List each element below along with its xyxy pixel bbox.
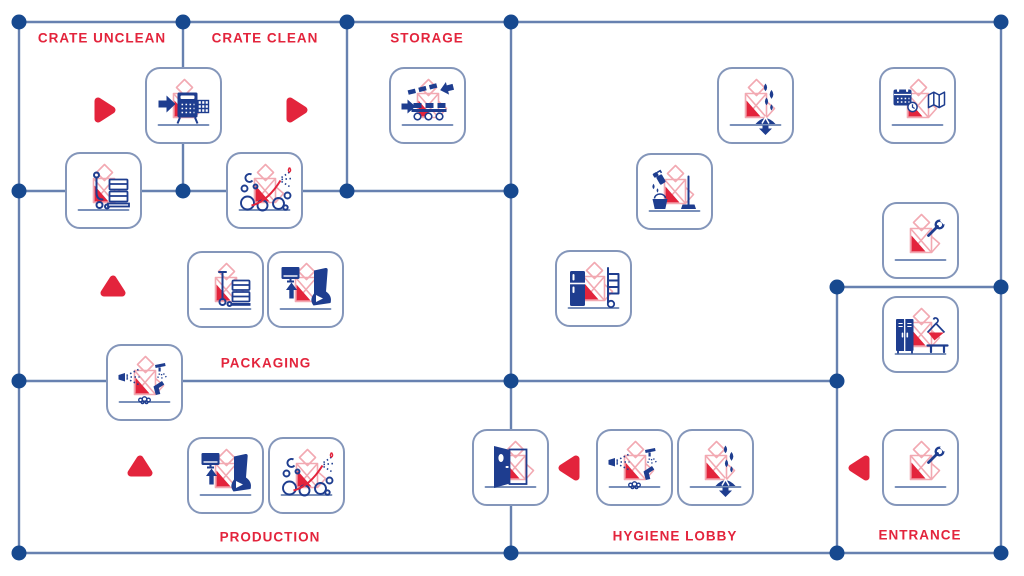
wall-node xyxy=(829,279,845,295)
tile-fridge-and-trolley xyxy=(555,250,632,327)
wall-node xyxy=(503,545,519,561)
zone-label-packaging: PACKAGING xyxy=(220,355,312,371)
tile-foam-cleaning xyxy=(226,152,303,229)
tile-floor-drain xyxy=(677,429,754,506)
tile-spray-hygiene xyxy=(106,344,183,421)
flow-arrow-production xyxy=(127,455,153,477)
wall-node xyxy=(339,183,355,199)
wall-node xyxy=(993,14,1009,30)
tile-pallet-jack-crates xyxy=(187,251,264,328)
tile-locker-room xyxy=(882,296,959,373)
tile-crate-washer xyxy=(145,67,222,144)
tile-mop-and-bucket xyxy=(636,153,713,230)
tile-entrance-door xyxy=(472,429,549,506)
wall-node xyxy=(11,545,27,561)
wall-node xyxy=(503,14,519,30)
flow-arrow-entrance xyxy=(848,455,870,481)
wall-node xyxy=(175,183,191,199)
tile-pallet-truck xyxy=(65,152,142,229)
zone-label-production: PRODUCTION xyxy=(219,529,321,545)
flow-arrow-crate-clean xyxy=(286,97,308,123)
zone-label-crate-unclean: CRATE UNCLEAN xyxy=(37,30,167,46)
flow-arrow-crate-unclean xyxy=(94,97,116,123)
wall-node xyxy=(503,373,519,389)
tile-maintenance-wrench xyxy=(882,429,959,506)
zone-label-entrance: ENTRANCE xyxy=(878,527,962,543)
wall-node xyxy=(829,373,845,389)
wall-node xyxy=(175,14,191,30)
tile-conveyor-storage xyxy=(389,67,466,144)
tile-boot-dip-station xyxy=(267,251,344,328)
tile-boot-dip-station xyxy=(187,437,264,514)
tile-frame xyxy=(472,429,549,506)
zone-label-hygiene-lobby: HYGIENE LOBBY xyxy=(612,528,738,544)
zone-label-crate-clean: CRATE CLEAN xyxy=(211,30,319,46)
tile-maintenance-wrench xyxy=(882,202,959,279)
wall-node xyxy=(993,545,1009,561)
flow-arrow-hygiene-lobby xyxy=(558,455,580,481)
wall-node xyxy=(11,373,27,389)
wall-node xyxy=(993,279,1009,295)
wall-node xyxy=(339,14,355,30)
wall-node xyxy=(829,545,845,561)
flow-arrow-packaging xyxy=(100,275,126,297)
tile-planning-calendar-map xyxy=(879,67,956,144)
zone-label-storage: STORAGE xyxy=(390,30,464,46)
tile-spray-hygiene xyxy=(596,429,673,506)
wall-node xyxy=(11,183,27,199)
tile-foam-cleaning xyxy=(268,437,345,514)
wall-node xyxy=(11,14,27,30)
wall-node xyxy=(503,183,519,199)
tile-floor-drain xyxy=(717,67,794,144)
